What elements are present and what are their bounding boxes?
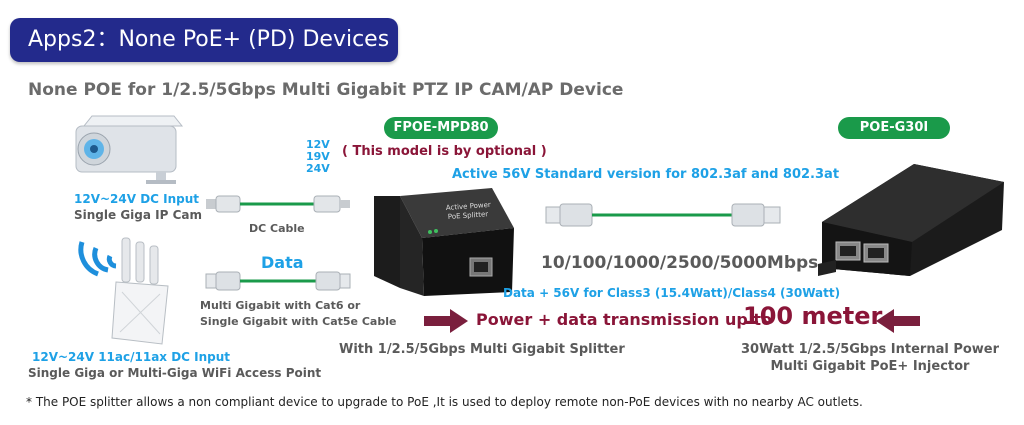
voltage-19v: 19V [306,150,330,163]
injector-caption-line-2: Multi Gigabit PoE+ Injector [770,359,970,374]
transmission-text: Power + data transmission up to [476,310,772,329]
injector-model-badge: POE-G30I [838,117,950,139]
injector-caption: 30Watt 1/2.5/5Gbps Internal Power Multi … [735,341,1005,375]
ip-camera-icon [75,115,184,184]
cat-cable-label: Multi Gigabit with Cat6 or Single Gigabi… [200,298,396,330]
voltage-list: 12V 19V 24V [306,138,330,175]
voltage-24v: 24V [306,162,330,175]
data-label: Data [261,253,304,272]
splitter-model-badge: FPOE-MPD80 [384,117,498,139]
optional-note: ( This model is by optional ) [342,144,547,159]
splitter-device-text-1: Active Power [446,201,492,212]
data-cable-icon [205,271,351,291]
dc-cable-icon [206,195,350,213]
page-subtitle: None POE for 1/2.5/5Gbps Multi Gigabit P… [28,80,624,100]
ap-input-label: 12V~24V 11ac/11ax DC Input [32,350,231,364]
camera-input-label: 12V~24V DC Input [74,192,200,206]
speeds-label: 10/100/1000/2500/5000Mbps [541,253,819,273]
power-class-label: Data + 56V for Class3 (15.4Watt)/Class4 … [503,286,841,300]
arrow-right-icon [424,309,468,333]
poe-splitter-device-icon: Active Power PoE Splitter [374,188,514,296]
transmission-distance: 100 meter [743,302,883,330]
access-point-icon [78,237,169,345]
splitter-device-text-2: PoE Splitter [448,210,489,221]
cat-cable-line-1: Multi Gigabit with Cat6 or [200,299,361,312]
dc-cable-label: DC Cable [249,222,305,235]
splitter-caption: With 1/2.5/5Gbps Multi Gigabit Splitter [339,342,625,357]
arrow-left-icon [876,309,920,333]
ethernet-cable-icon [545,203,781,227]
footnote: * The POE splitter allows a non complian… [26,395,863,409]
cat-cable-line-2: Single Gigabit with Cat5e Cable [200,315,397,328]
standard-label: Active 56V Standard version for 802.3af … [452,167,840,182]
ap-name-label: Single Giga or Multi-Giga WiFi Access Po… [28,366,322,380]
injector-caption-line-1: 30Watt 1/2.5/5Gbps Internal Power [740,342,1000,357]
voltage-12v: 12V [306,138,330,151]
page-banner: Apps2：None PoE+ (PD) Devices [10,18,398,62]
camera-name-label: Single Giga IP Cam [74,208,202,222]
poe-injector-device-icon [818,164,1004,276]
